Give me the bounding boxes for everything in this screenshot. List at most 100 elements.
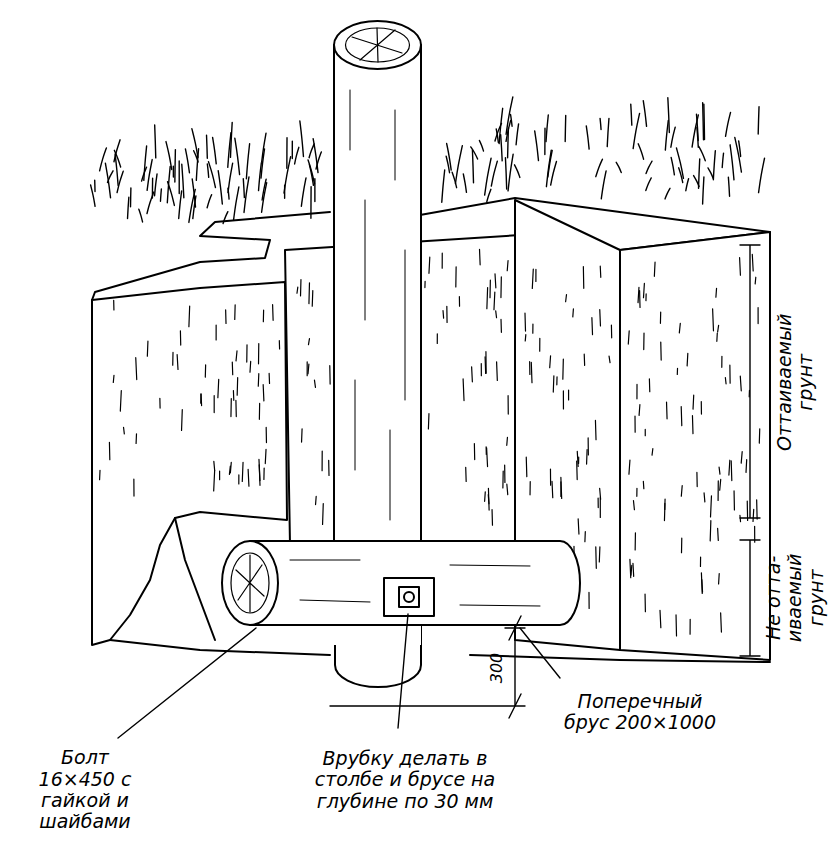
grass-blade (144, 146, 147, 180)
soil-label: Не отта- иваемый грунт (763, 548, 827, 648)
hatch-stroke (491, 510, 493, 526)
hatch-stroke (123, 427, 125, 434)
hatch-stroke (718, 574, 720, 584)
hatch-stroke (230, 399, 232, 417)
grass-blade (471, 147, 478, 159)
grass-blade (646, 161, 652, 173)
hatch-stroke (599, 309, 601, 326)
hatch-stroke (428, 257, 430, 273)
hatch-stroke (159, 398, 160, 408)
grass-blade (671, 127, 675, 147)
hatch-stroke (638, 405, 640, 416)
grass-blade (692, 115, 698, 147)
grass-blade (599, 118, 601, 129)
hatch-stroke (645, 429, 646, 435)
grass-blade (506, 97, 513, 134)
grass-blade (631, 104, 632, 125)
hatch-stroke (263, 385, 265, 401)
hatch-stroke (550, 469, 551, 485)
hatch-stroke (628, 460, 630, 474)
grass-blade (726, 112, 731, 136)
hatch-stroke (595, 420, 597, 439)
grass-blade (316, 152, 321, 169)
grass-blade (313, 139, 318, 173)
grass-blade (516, 124, 518, 145)
hatch-stroke (600, 266, 602, 277)
grass-blade (314, 179, 315, 202)
hatch-stroke (560, 477, 562, 498)
grass-blade (564, 116, 566, 142)
hatch-stroke (188, 306, 190, 327)
grass-blade (699, 146, 706, 160)
hatch-stroke (715, 288, 717, 297)
hatch-stroke (628, 331, 630, 344)
hatch-stroke (692, 395, 694, 409)
hatch-stroke (651, 449, 653, 455)
post-grain (350, 90, 405, 520)
hatch-stroke (644, 594, 646, 612)
hatch-stroke (263, 310, 264, 322)
hatch-stroke (442, 253, 443, 268)
hatch-stroke (556, 377, 557, 385)
hatch-stroke (180, 331, 182, 345)
hatch-stroke (681, 486, 683, 497)
hatch-stroke (502, 471, 504, 488)
hatch-stroke (235, 351, 237, 361)
hatch-stroke (328, 460, 330, 475)
grass-blade (485, 158, 491, 195)
hatch-stroke (539, 338, 540, 351)
grass-blade (665, 121, 668, 151)
grass-blade (455, 146, 462, 184)
hatch-stroke (700, 557, 701, 566)
hatch-stroke (446, 306, 447, 322)
leader-bolt (118, 628, 256, 738)
grass-blade (551, 161, 557, 185)
hatch-stroke (636, 488, 637, 496)
hatch-stroke (442, 310, 444, 318)
grass-blade (728, 177, 729, 196)
grass-blade (207, 195, 211, 208)
hatch-stroke (733, 491, 735, 510)
grass-blade (262, 179, 266, 200)
grass-blade (115, 154, 118, 185)
grass-blade (174, 150, 176, 182)
hatch-stroke (710, 496, 712, 517)
hatch-stroke (485, 352, 486, 373)
hatch-stroke (584, 532, 586, 542)
hatch-stroke (588, 592, 589, 608)
hatch-stroke (679, 323, 681, 333)
note-label: Врубку делать в столбе и брусе на глубин… (298, 748, 513, 812)
hatch-stroke (214, 396, 215, 413)
hatch-stroke (213, 461, 215, 470)
earth (92, 198, 770, 662)
hatch-stroke (266, 427, 267, 442)
dimension-ticks (509, 616, 521, 718)
hatch-stroke (717, 481, 718, 501)
bolt-head (404, 592, 414, 602)
soil-bracket (740, 245, 760, 656)
hatch-stroke (500, 319, 502, 332)
hatch-stroke (675, 615, 677, 636)
grass-blade (535, 131, 539, 161)
hatch-stroke (269, 373, 271, 383)
hatch-stroke (300, 280, 302, 296)
hatch-stroke (493, 292, 495, 310)
hatch-stroke (133, 479, 134, 496)
grass-blade (244, 177, 249, 213)
post-ring (346, 28, 410, 62)
grass-blade (194, 151, 198, 162)
grass-blade (442, 170, 445, 202)
grass-blade (479, 140, 483, 150)
ground-left-face (92, 282, 287, 645)
hatch-stroke (599, 547, 601, 562)
hatch-stroke (279, 341, 280, 349)
grass-blade (596, 159, 603, 176)
grass-blade (735, 137, 742, 172)
hatch-stroke (301, 429, 303, 442)
grass-blade (638, 144, 643, 159)
grass-blade (166, 142, 172, 170)
hatch-stroke (634, 416, 635, 432)
grass-blade (697, 128, 698, 148)
grass-blade (679, 168, 683, 183)
grass-blade (616, 162, 621, 172)
